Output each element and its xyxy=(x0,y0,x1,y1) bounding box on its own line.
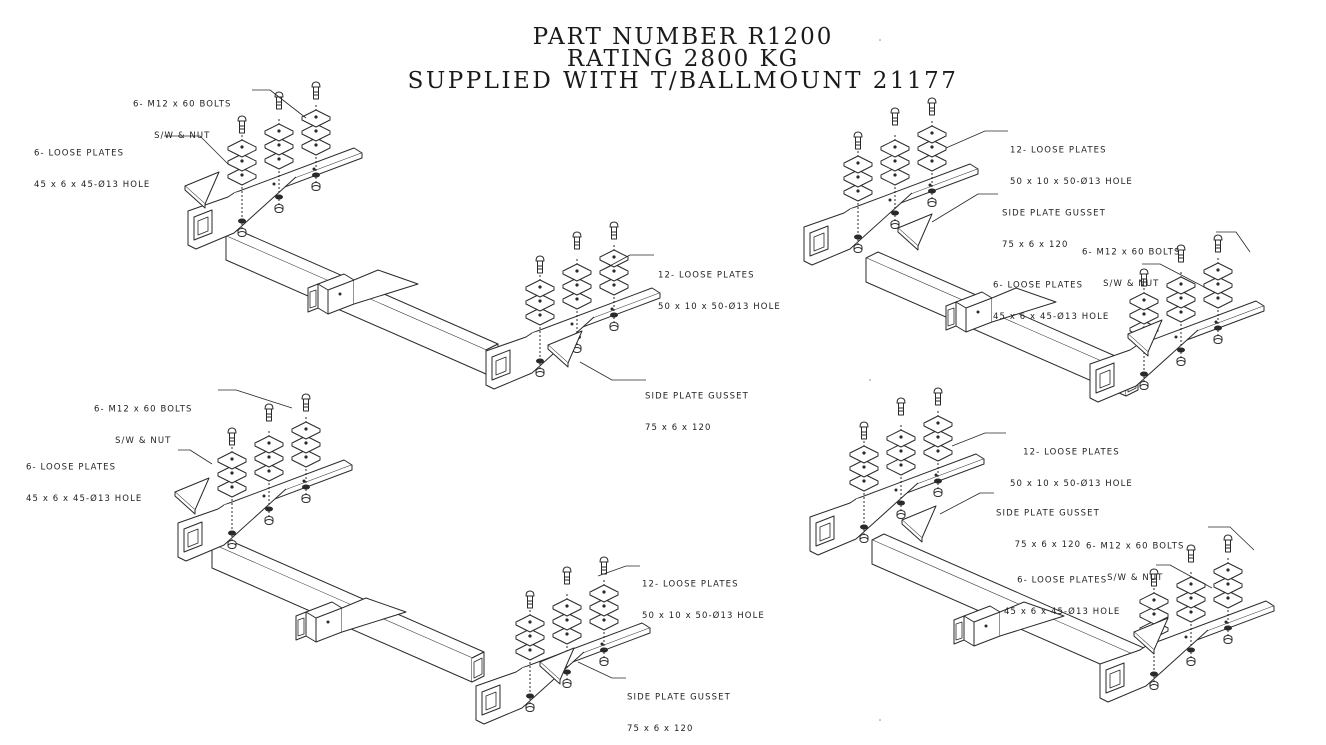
left-bracket xyxy=(810,388,984,555)
leader-bolts xyxy=(1208,526,1255,551)
leader-small-plates xyxy=(1142,263,1211,291)
callout-line: 45 x 6 x 45-Ø13 HOLE xyxy=(26,493,143,505)
callout-line: 6- LOOSE PLATES xyxy=(993,280,1084,291)
callout-line: 50 x 10 x 50-Ø13 HOLE xyxy=(658,301,781,313)
callout-line: 45 x 6 x 45-Ø13 HOLE xyxy=(993,311,1110,323)
leader-large-plates xyxy=(945,130,1008,149)
callout-line: 6- M12 x 60 BOLTS xyxy=(133,99,232,110)
callout-small-plates-top-left: 6- LOOSE PLATES 45 x 6 x 45-Ø13 HOLE xyxy=(34,127,150,201)
leader-gusset xyxy=(931,193,998,223)
callout-line: S/W & NUT xyxy=(115,435,172,447)
leader-small-plates xyxy=(1156,564,1213,589)
callout-line: 6- LOOSE PLATES xyxy=(1017,575,1108,586)
callout-line: S/W & NUT xyxy=(1103,278,1160,290)
callout-line: S/W & NUT xyxy=(1107,572,1164,584)
callout-large-plates-top-right: 12- LOOSE PLATES 50 x 10 x 50-Ø13 HOLE xyxy=(1010,124,1133,198)
leader-bolts xyxy=(1216,231,1251,253)
callout-line: 12- LOOSE PLATES xyxy=(1023,447,1120,458)
callout-bolts-bottom-left: 6- M12 x 60 BOLTS S/W & NUT xyxy=(94,383,193,457)
scan-speck xyxy=(879,719,881,721)
right-bracket xyxy=(486,222,660,389)
scan-speck xyxy=(869,379,871,381)
title-block: PART NUMBER R1200 RATING 2800 KG SUPPLIE… xyxy=(0,24,1326,94)
left-gusset xyxy=(901,505,937,543)
callout-gusset-bottom-left: SIDE PLATE GUSSET 75 x 6 x 120 xyxy=(627,671,731,745)
callout-line: 6- LOOSE PLATES xyxy=(26,462,117,473)
callout-line: 75 x 6 x 120 xyxy=(1014,539,1082,551)
callout-line: SIDE PLATE GUSSET xyxy=(645,391,749,402)
view-top-right xyxy=(804,98,1264,402)
callout-line: S/W & NUT xyxy=(154,130,211,142)
leader-large-plates xyxy=(597,565,640,577)
callout-large-plates-bottom-right: 12- LOOSE PLATES 50 x 10 x 50-Ø13 HOLE xyxy=(1010,426,1133,500)
callout-line: 75 x 6 x 120 xyxy=(627,723,694,735)
left-bracket xyxy=(804,98,978,265)
view-bottom-left xyxy=(174,389,650,724)
callout-line: 50 x 10 x 50-Ø13 HOLE xyxy=(642,610,765,622)
leader-large-plates xyxy=(951,432,1006,447)
callout-line: 6- M12 x 60 BOLTS xyxy=(1086,541,1185,552)
callout-line: SIDE PLATE GUSSET xyxy=(996,508,1100,519)
left-gusset xyxy=(174,477,210,515)
supplied-with-title: SUPPLIED WITH T/BALLMOUNT 21177 xyxy=(407,68,959,94)
rating-title: RATING 2800 KG xyxy=(566,46,800,72)
callout-line: 75 x 6 x 120 xyxy=(1002,239,1069,251)
left-bracket xyxy=(178,394,352,561)
callout-small-plates-top-right: 6- LOOSE PLATES 45 x 6 x 45-Ø13 HOLE xyxy=(993,259,1109,333)
callout-gusset-bottom-right: SIDE PLATE GUSSET 75 x 6 x 120 xyxy=(996,487,1100,561)
left-gusset xyxy=(897,213,933,251)
callout-line: 50 x 10 x 50-Ø13 HOLE xyxy=(1010,176,1133,188)
callout-bolts-bottom-right: 6- M12 x 60 BOLTS S/W & NUT xyxy=(1086,520,1185,594)
leader-bolts xyxy=(252,89,307,119)
callout-small-plates-bottom-left: 6- LOOSE PLATES 45 x 6 x 45-Ø13 HOLE xyxy=(26,441,142,515)
callout-gusset-top-right: SIDE PLATE GUSSET 75 x 6 x 120 xyxy=(1002,187,1106,261)
callout-line: 6- M12 x 60 BOLTS xyxy=(1082,247,1181,258)
callout-line: 12- LOOSE PLATES xyxy=(658,270,755,281)
callout-small-plates-bottom-right: 6- LOOSE PLATES 45 x 6 x 45-Ø13 HOLE xyxy=(1004,554,1120,628)
scan-speck xyxy=(879,39,881,41)
view-top-left xyxy=(164,82,660,389)
assembly-drawing xyxy=(164,39,1326,728)
callout-large-plates-top-left: 12- LOOSE PLATES 50 x 10 x 50-Ø13 HOLE xyxy=(658,249,781,323)
callout-line: 45 x 6 x 45-Ø13 HOLE xyxy=(1004,606,1121,618)
right-bracket xyxy=(476,557,650,724)
callout-line: 50 x 10 x 50-Ø13 HOLE xyxy=(1010,478,1133,490)
callout-line: SIDE PLATE GUSSET xyxy=(1002,208,1106,219)
callout-line: 75 x 6 x 120 xyxy=(645,422,712,434)
view-bottom-right xyxy=(810,388,1274,702)
leader-small-plates xyxy=(178,449,213,465)
callout-line: 6- LOOSE PLATES xyxy=(34,148,125,159)
part-number-title: PART NUMBER R1200 xyxy=(532,24,834,50)
leader-gusset xyxy=(939,492,994,515)
callout-bolts-top-left: 6- M12 x 60 BOLTS S/W & NUT xyxy=(133,78,232,152)
leader-bolts xyxy=(218,389,293,409)
callout-line: 45 x 6 x 45-Ø13 HOLE xyxy=(34,179,151,191)
callout-bolts-top-right: 6- M12 x 60 BOLTS S/W & NUT xyxy=(1082,226,1181,300)
callout-gusset-top-left: SIDE PLATE GUSSET 75 x 6 x 120 xyxy=(645,370,749,444)
leader-large-plates xyxy=(605,254,654,269)
callout-line: 6- M12 x 60 BOLTS xyxy=(94,404,193,415)
callout-large-plates-bottom-left: 12- LOOSE PLATES 50 x 10 x 50-Ø13 HOLE xyxy=(642,558,765,632)
callout-line: 12- LOOSE PLATES xyxy=(642,579,739,590)
callout-line: 12- LOOSE PLATES xyxy=(1010,145,1107,156)
leader-gusset xyxy=(579,361,646,381)
callout-line: SIDE PLATE GUSSET xyxy=(627,692,731,703)
leader-small-plates xyxy=(164,135,229,165)
leader-gusset xyxy=(577,661,626,679)
